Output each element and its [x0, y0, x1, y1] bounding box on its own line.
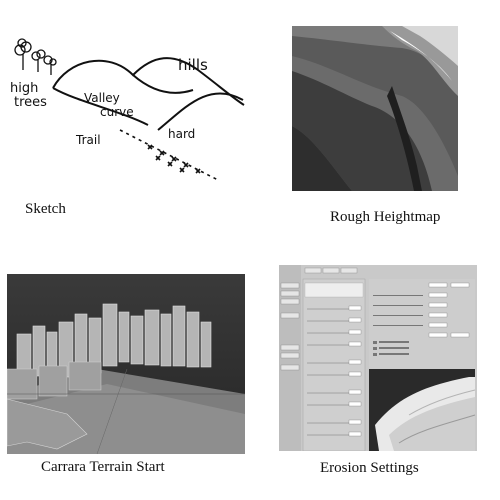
caption-sketch: Sketch	[25, 201, 66, 217]
label-hard: hard	[168, 127, 195, 141]
sketch-drawing: high trees hills Valley curve Trail hard	[10, 38, 245, 181]
caption-erosion-settings: Erosion Settings	[320, 460, 419, 476]
erosion-settings-screenshot	[279, 265, 477, 452]
label-high: high	[10, 81, 38, 96]
label-trees: trees	[14, 95, 47, 110]
carrara-terrain-render	[6, 274, 245, 455]
tree-icons	[14, 38, 57, 75]
label-trail: Trail	[75, 133, 101, 147]
heightmap-image	[292, 26, 458, 191]
label-hills: hills	[178, 56, 208, 74]
caption-rough-heightmap: Rough Heightmap	[330, 209, 441, 225]
label-curve: curve	[100, 105, 134, 119]
trail-line	[119, 129, 219, 181]
label-valley: Valley	[84, 91, 120, 105]
hills-lines	[52, 57, 245, 131]
caption-carrara-terrain-start: Carrara Terrain Start	[41, 459, 165, 475]
sketch-panel: high trees hills Valley curve Trail hard	[8, 30, 253, 190]
